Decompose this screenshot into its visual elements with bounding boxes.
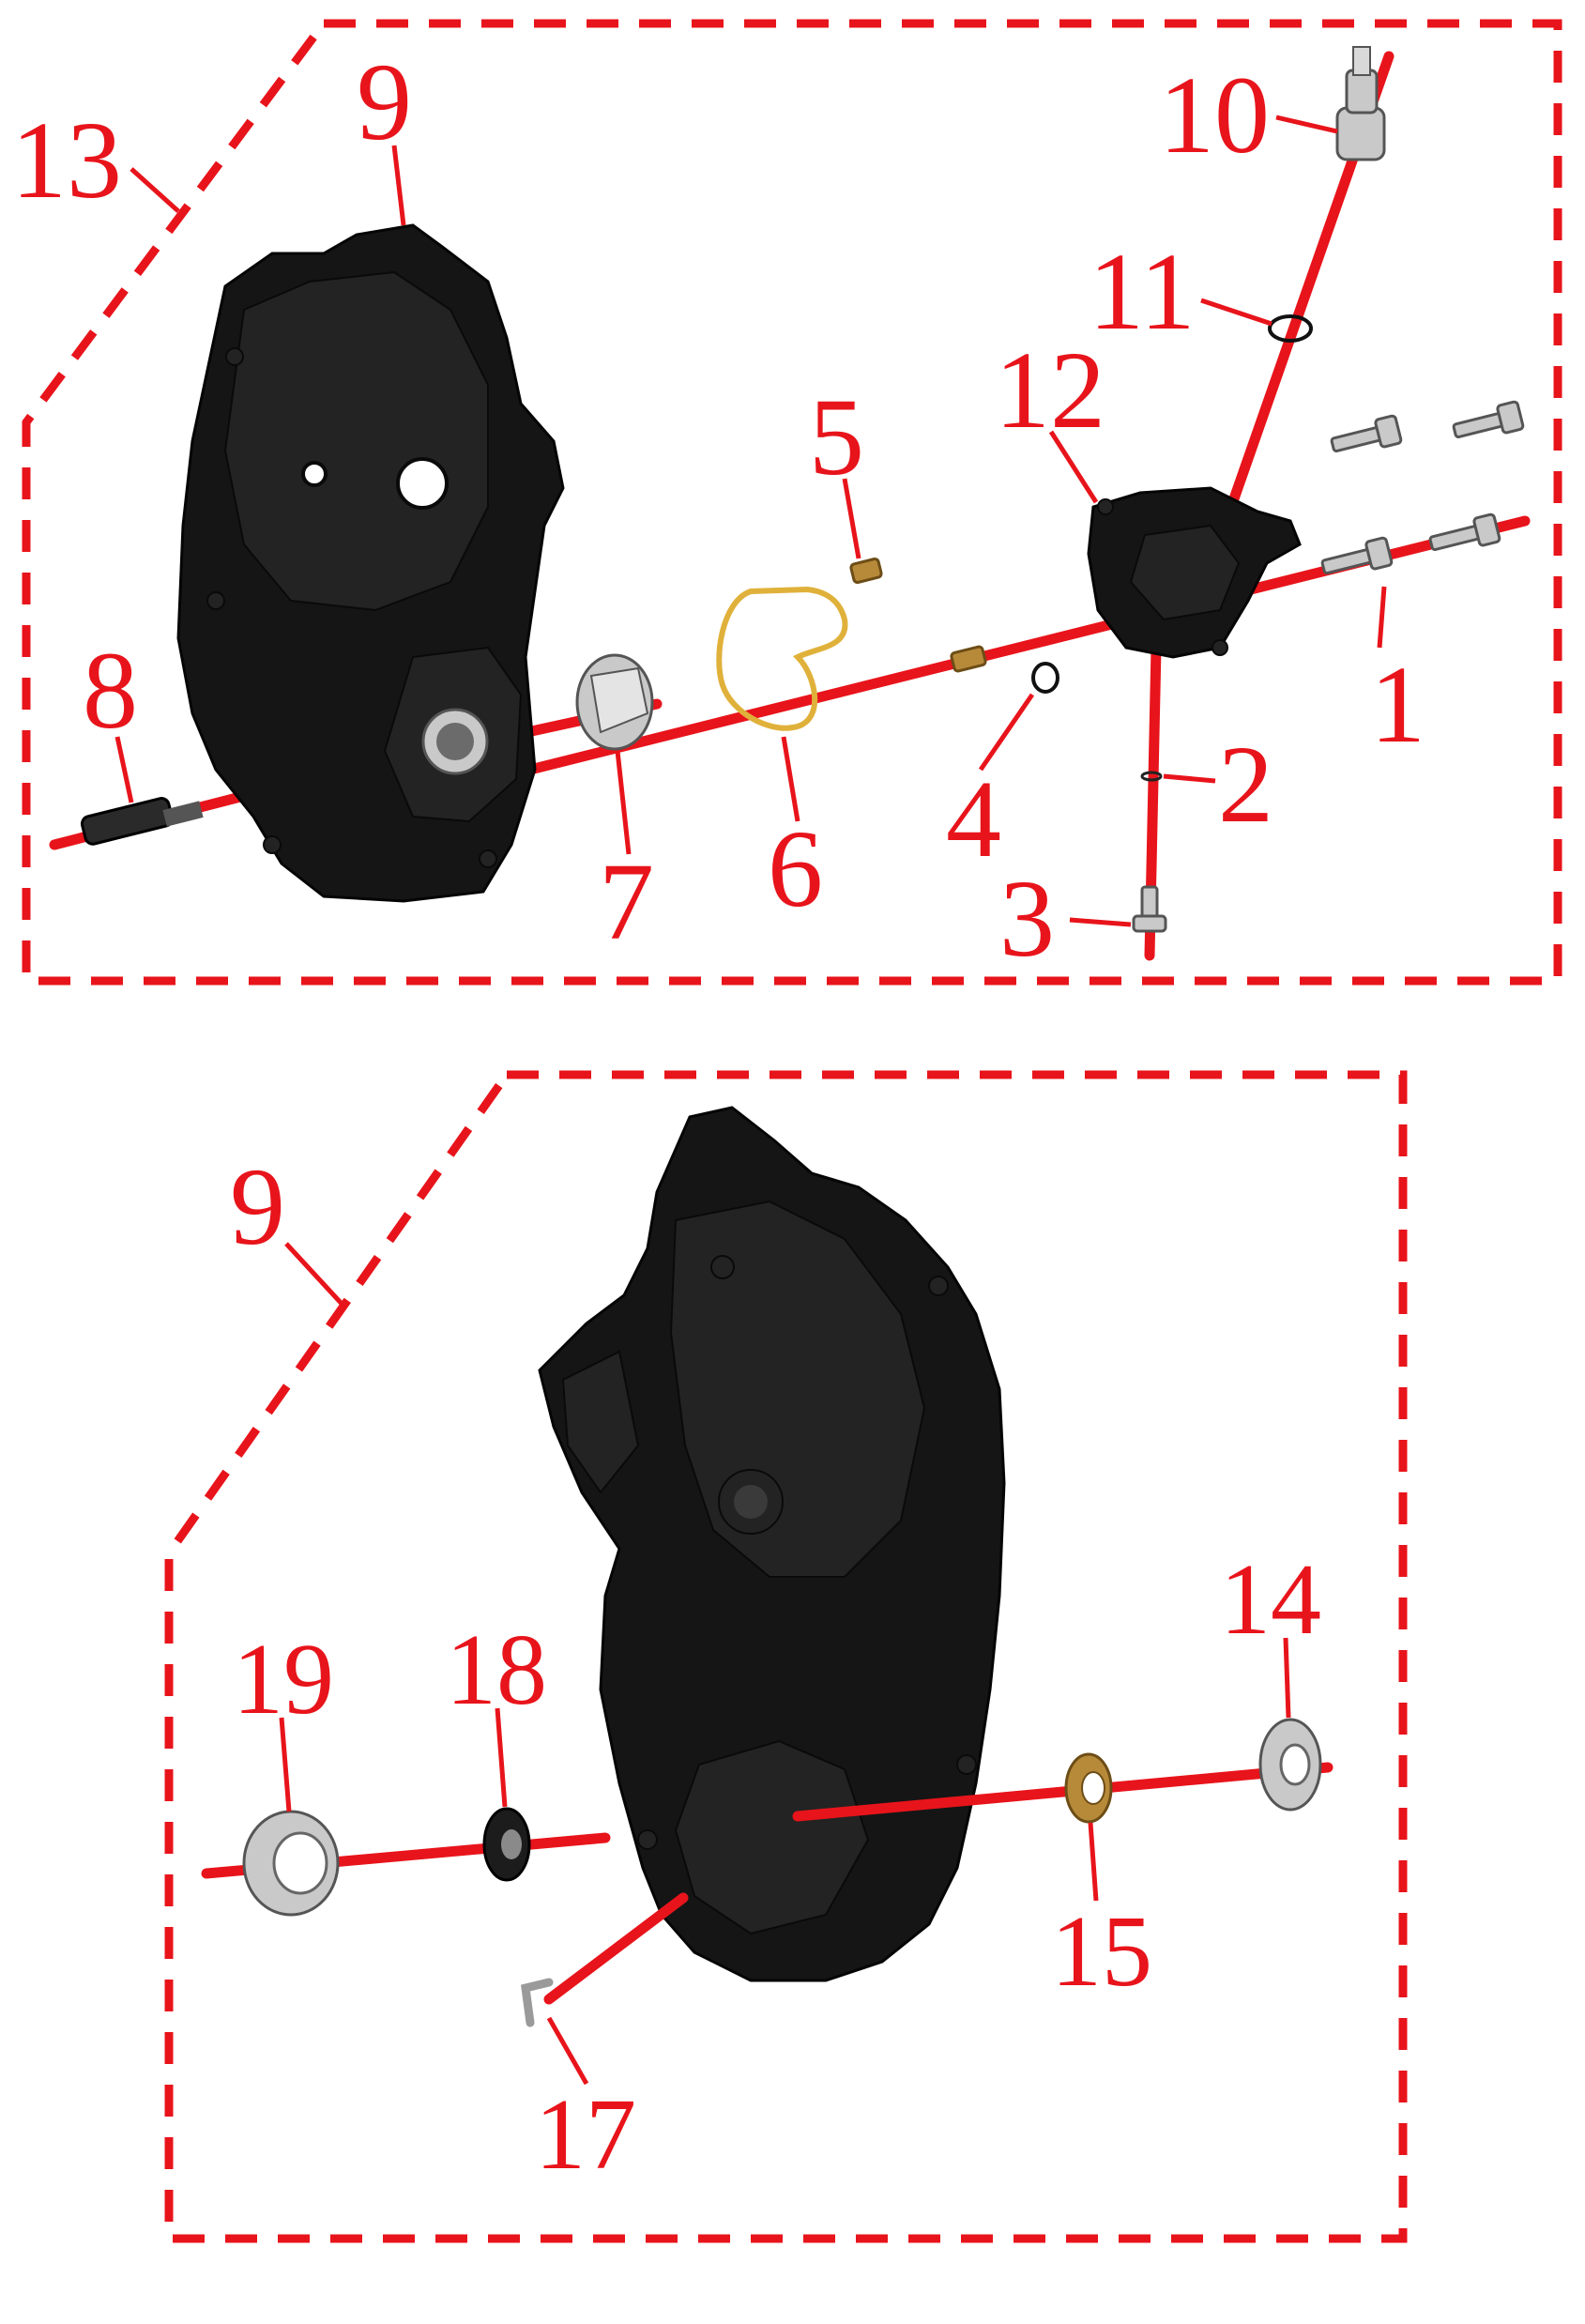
seal-18 xyxy=(482,1807,531,1882)
label-5: 5 xyxy=(809,375,864,498)
nipple-on-axis xyxy=(950,645,987,673)
label-14: 14 xyxy=(1220,1544,1321,1656)
cover-front xyxy=(176,223,565,903)
bearing-19 xyxy=(242,1810,340,1917)
axis-bottom-right xyxy=(792,1762,1334,1822)
leader-12 xyxy=(1048,430,1099,504)
label-15: 15 xyxy=(1051,1896,1152,2008)
axis-pin-17 xyxy=(543,1892,689,2005)
label-bottom-9: 9 xyxy=(230,1145,285,1268)
label-12: 12 xyxy=(995,329,1105,451)
leader-3 xyxy=(1069,917,1132,927)
top-panel: 13 9 10 11 12 5 1 2 3 4 6 7 8 xyxy=(11,19,1562,986)
leader-7 xyxy=(615,750,632,855)
label-18: 18 xyxy=(446,1614,547,1726)
cover-bore xyxy=(396,457,449,510)
bottom-panel-boundary xyxy=(164,1070,1408,2243)
washer-2 xyxy=(1140,771,1163,782)
label-10: 10 xyxy=(1159,54,1270,176)
bearing-14 xyxy=(1258,1718,1322,1812)
leader-bottom-9 xyxy=(284,1242,344,1307)
pump-housing-12 xyxy=(1087,486,1302,659)
label-11: 11 xyxy=(1089,230,1196,353)
label-19: 19 xyxy=(233,1624,334,1735)
plug-5 xyxy=(849,558,883,584)
leader-9 xyxy=(391,145,406,226)
label-13: 13 xyxy=(11,99,122,222)
label-8: 8 xyxy=(83,629,138,752)
oring-11 xyxy=(1268,314,1313,343)
pipe-fitting-10 xyxy=(1335,46,1386,161)
label-2: 2 xyxy=(1218,723,1273,846)
leader-5 xyxy=(842,478,861,559)
oring-4 xyxy=(1031,662,1059,694)
leader-14 xyxy=(1283,1637,1291,1719)
top-panel-boundary xyxy=(22,19,1562,986)
label-7: 7 xyxy=(599,840,654,963)
leader-18 xyxy=(495,1707,508,1808)
label-6: 6 xyxy=(768,807,823,930)
leader-15 xyxy=(1088,1822,1099,1902)
leader-17 xyxy=(546,2016,589,2086)
leader-13 xyxy=(130,167,180,213)
leader-4 xyxy=(978,693,1035,772)
leader-10 xyxy=(1275,115,1338,134)
leader-2 xyxy=(1163,773,1216,784)
cover-rear xyxy=(538,1106,1006,1982)
pin-17 xyxy=(520,1978,554,2027)
gasket-6 xyxy=(716,586,848,731)
seal-15 xyxy=(1064,1752,1113,1824)
leader-8 xyxy=(114,736,134,803)
leader-19 xyxy=(279,1717,292,1812)
impeller-7 xyxy=(575,653,654,751)
label-1: 1 xyxy=(1370,643,1425,766)
label-17: 17 xyxy=(535,2079,636,2191)
bolt-3 xyxy=(1132,885,1167,933)
label-9: 9 xyxy=(357,40,412,163)
leader-11 xyxy=(1200,298,1273,327)
label-4: 4 xyxy=(946,757,1001,880)
leader-1 xyxy=(1377,586,1387,649)
bolts-1 xyxy=(1320,400,1525,575)
leader-6 xyxy=(781,736,800,822)
label-3: 3 xyxy=(999,857,1055,980)
bottom-panel: 9 19 18 14 15 17 xyxy=(164,1070,1408,2243)
bolt-8 xyxy=(80,797,204,846)
